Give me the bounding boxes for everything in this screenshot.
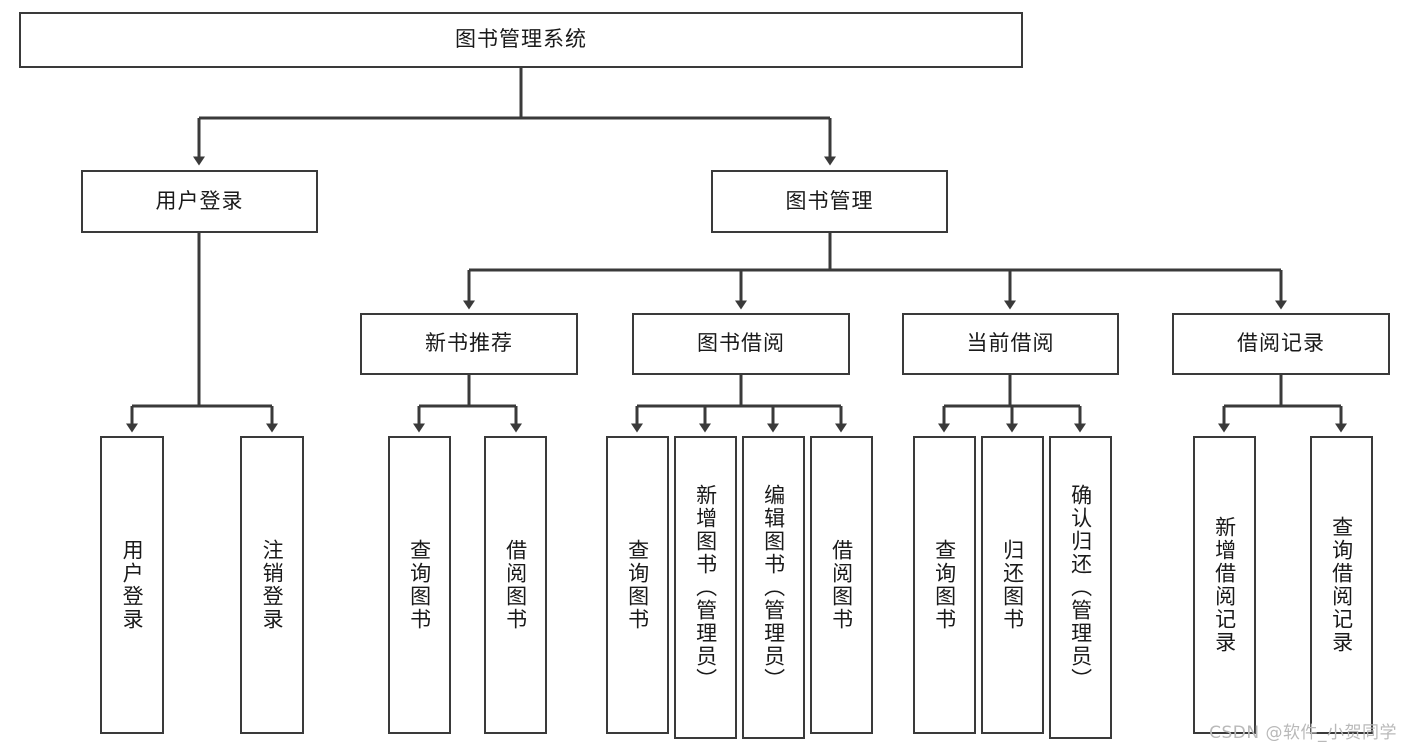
node-leaf[interactable]: 新增图书（管理员） bbox=[674, 436, 737, 739]
node-level2[interactable]: 用户登录 bbox=[81, 170, 318, 233]
node-leaf[interactable]: 借阅图书 bbox=[810, 436, 873, 734]
node-label: 查询借阅记录 bbox=[1329, 516, 1354, 654]
node-leaf[interactable]: 查询图书 bbox=[606, 436, 669, 734]
node-label: 借阅图书 bbox=[829, 539, 854, 631]
node-label: 新增借阅记录 bbox=[1212, 516, 1237, 654]
node-label: 新书推荐 bbox=[425, 331, 513, 356]
node-label: 新增图书（管理员） bbox=[693, 484, 718, 691]
node-leaf[interactable]: 归还图书 bbox=[981, 436, 1044, 734]
node-label: 当前借阅 bbox=[966, 331, 1055, 356]
node-leaf[interactable]: 查询图书 bbox=[913, 436, 976, 734]
node-leaf[interactable]: 用户登录 bbox=[100, 436, 164, 734]
node-leaf[interactable]: 借阅图书 bbox=[484, 436, 547, 734]
node-leaf[interactable]: 注销登录 bbox=[240, 436, 304, 734]
watermark-text: CSDN @软件_小贺同学 bbox=[1209, 723, 1397, 743]
node-label: 借阅记录 bbox=[1237, 331, 1325, 356]
node-leaf[interactable]: 查询图书 bbox=[388, 436, 451, 734]
node-level3[interactable]: 图书借阅 bbox=[632, 313, 850, 375]
node-leaf[interactable]: 新增借阅记录 bbox=[1193, 436, 1256, 734]
node-level2[interactable]: 图书管理 bbox=[711, 170, 948, 233]
node-label: 图书管理系统 bbox=[455, 27, 587, 52]
node-label: 确认归还（管理员） bbox=[1068, 484, 1093, 691]
node-root[interactable]: 图书管理系统 bbox=[19, 12, 1023, 68]
node-label: 图书借阅 bbox=[697, 331, 785, 356]
node-label: 查询图书 bbox=[625, 539, 650, 631]
node-leaf[interactable]: 查询借阅记录 bbox=[1310, 436, 1373, 734]
node-label: 用户登录 bbox=[120, 539, 145, 631]
node-leaf[interactable]: 编辑图书（管理员） bbox=[742, 436, 805, 739]
node-label: 用户登录 bbox=[155, 188, 244, 213]
node-label: 编辑图书（管理员） bbox=[761, 484, 786, 691]
node-level3[interactable]: 借阅记录 bbox=[1172, 313, 1390, 375]
node-level3[interactable]: 当前借阅 bbox=[902, 313, 1119, 375]
node-label: 归还图书 bbox=[1000, 539, 1025, 631]
node-label: 图书管理 bbox=[785, 188, 874, 213]
node-label: 查询图书 bbox=[932, 539, 957, 631]
node-label: 借阅图书 bbox=[503, 539, 528, 631]
node-label: 查询图书 bbox=[407, 539, 432, 631]
node-label: 注销登录 bbox=[260, 539, 285, 631]
node-level3[interactable]: 新书推荐 bbox=[360, 313, 578, 375]
node-leaf[interactable]: 确认归还（管理员） bbox=[1049, 436, 1112, 739]
